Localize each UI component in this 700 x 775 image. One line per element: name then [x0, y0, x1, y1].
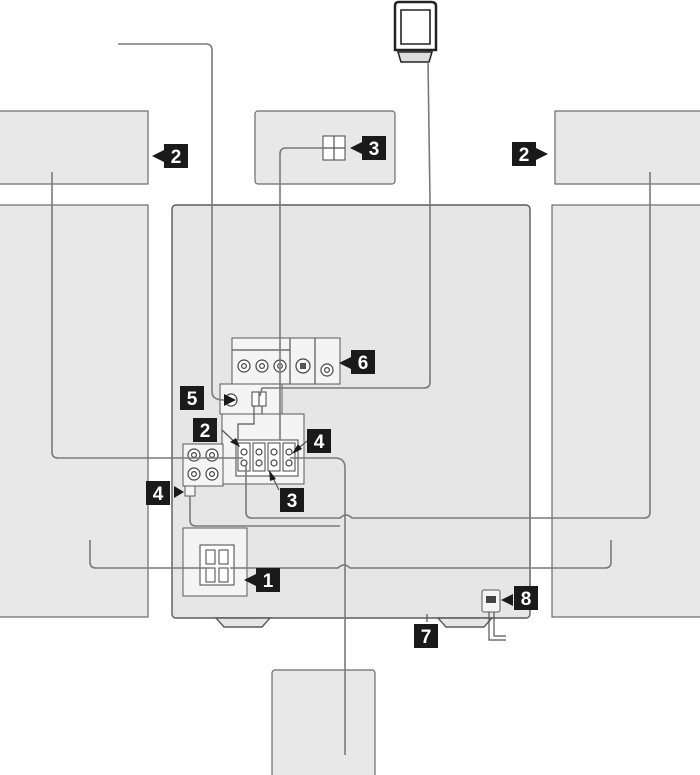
front-left-speaker — [0, 110, 149, 185]
am-loop-antenna — [393, 0, 438, 63]
svg-text:4: 4 — [314, 432, 325, 453]
step-badge-2-center: 2 — [193, 418, 217, 442]
svg-text:4: 4 — [153, 484, 164, 505]
main-unit — [171, 204, 531, 619]
surround-speaker-wire — [89, 540, 612, 569]
fm-antenna-wire — [118, 43, 225, 401]
svg-text:2: 2 — [171, 147, 182, 168]
svg-text:3: 3 — [287, 491, 298, 512]
svg-text:1: 1 — [263, 571, 274, 592]
step-badge-3-bottom: 3 — [280, 488, 304, 512]
am-antenna-wire — [259, 61, 431, 397]
surround-connector — [184, 485, 196, 497]
front-left-speaker-wire — [51, 172, 243, 459]
svg-text:6: 6 — [358, 353, 369, 374]
surround-right-speaker — [551, 204, 700, 618]
step-badge-7: 7 — [414, 624, 438, 648]
subwoofer-wire — [290, 457, 346, 755]
svg-text:3: 3 — [369, 139, 380, 160]
step-badge-8: 8 — [514, 586, 538, 610]
svg-text:5: 5 — [187, 389, 198, 410]
main-unit-foot-left — [214, 617, 272, 628]
step-badge-3-top: 3 — [362, 136, 386, 160]
step-badge-1: 1 — [256, 568, 280, 592]
audio-jack-block — [182, 443, 224, 487]
svg-text:8: 8 — [521, 589, 532, 610]
step-badge-6: 6 — [351, 350, 375, 374]
svg-text:2: 2 — [519, 145, 530, 166]
subwoofer — [271, 669, 376, 775]
video-jack-block — [231, 337, 341, 385]
surround-left-speaker — [0, 204, 149, 618]
svg-text:2: 2 — [200, 421, 211, 442]
speaker-terminals — [237, 442, 296, 472]
step-badge-4-left: 4 — [146, 481, 170, 505]
main-unit-foot-right — [436, 617, 494, 628]
step-badge-2-left: 2 — [164, 144, 188, 168]
step-badge-5: 5 — [180, 386, 204, 410]
step-badge-2-right: 2 — [512, 142, 536, 166]
surround-connector-wire — [189, 496, 340, 527]
step-badge-4-right: 4 — [307, 429, 331, 453]
front-right-speaker — [554, 110, 700, 185]
svg-text:7: 7 — [421, 627, 432, 648]
front-right-speaker-wire — [245, 172, 651, 519]
center-speaker-wire — [279, 147, 323, 440]
